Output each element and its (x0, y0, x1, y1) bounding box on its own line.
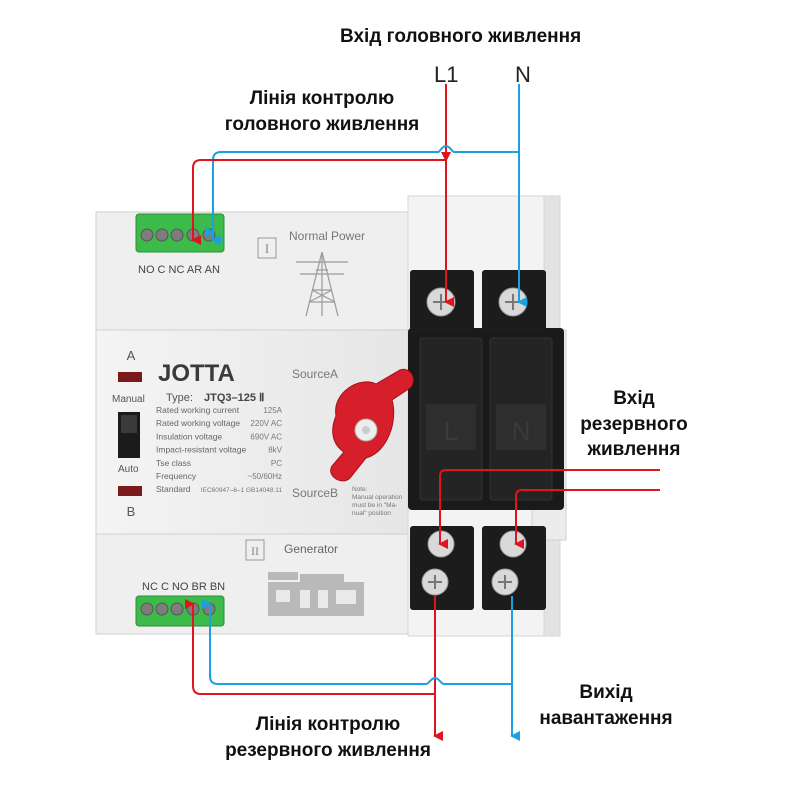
generator-label: Generator (284, 542, 338, 556)
model-label: JTQ3–125 Ⅱ (204, 392, 264, 404)
type-label: Type: (166, 392, 193, 404)
source-b-label: SourceB (292, 486, 338, 500)
manual-rotary-handle[interactable] (330, 368, 414, 482)
top-terminal-screw-2-icon[interactable] (155, 228, 169, 242)
section-2-mark-box (245, 539, 265, 561)
indicator-b-lamp (118, 486, 142, 496)
main-control-neutral-wire (205, 144, 519, 237)
note-line-3: must be in "Ma- (352, 502, 397, 509)
handle-pivot-center (362, 426, 370, 434)
spec-value: 690V AC (250, 432, 282, 441)
note-line-2: Manual operation (352, 494, 403, 501)
spec-name: Rated working voltage (156, 418, 240, 428)
bottom-control-terminal-block: NC C NO BR BN (135, 581, 225, 627)
manual-note: Note: Manual operation must be in "Ma- n… (352, 486, 403, 517)
bottom-terminal-screw-3-icon[interactable] (170, 602, 184, 616)
section-2-mark: II (251, 544, 259, 558)
main-control-line-text-2: головного живлення (224, 113, 420, 135)
main-control-live-wire (192, 152, 451, 240)
spec-value: 125A (263, 406, 282, 415)
backup-input-text-3: живлення (587, 439, 681, 461)
specs-table: Rated working current 125A Rated working v… (156, 405, 283, 494)
backup-input-label: Вхід резервного живлення (572, 386, 696, 463)
breaker-mark-l: L (444, 416, 458, 446)
backup-control-neutral-wire (209, 604, 512, 685)
backup-control-line-label: Лінія контролю резервного живлення (210, 712, 446, 763)
spec-value: 220V AC (250, 419, 282, 428)
spec-name: Standard (156, 484, 191, 494)
note-line-4: nual" position (352, 510, 391, 517)
load-output-text-1: Вихід (579, 682, 633, 703)
load-output-label: Вихід навантаження (526, 680, 686, 731)
top-control-terminal-block: NO C NC AR AN (135, 213, 225, 276)
spec-name: Tse class (156, 458, 191, 468)
spec-value: 8kV (268, 446, 282, 455)
mode-selector-knob[interactable] (121, 415, 137, 433)
bottom-terminal-screw-1-icon[interactable] (140, 602, 154, 616)
top-power-terminals (410, 270, 546, 332)
main-control-line-text-1: Лінія контролю (249, 88, 395, 109)
top-terminal-screw-1-icon[interactable] (140, 228, 154, 242)
indicator-a-lamp (118, 372, 142, 382)
backup-control-line-text-1: Лінія контролю (255, 714, 401, 735)
breaker-mark-n: N (512, 416, 531, 446)
breaker-module: L N (408, 328, 564, 510)
backup-l-wire (438, 469, 660, 549)
terminal-n-label: N (515, 62, 531, 87)
spec-name: Rated working current (156, 405, 240, 415)
load-output-text-2: навантаження (539, 707, 673, 729)
switch-auto-label: Auto (118, 464, 139, 475)
source-a-label: SourceA (292, 367, 338, 381)
backup-input-text-2: резервного (580, 413, 688, 435)
spec-name: Frequency (156, 471, 197, 481)
normal-power-label: Normal Power (289, 229, 365, 243)
bottom-power-terminals (410, 526, 546, 610)
backup-control-live-wire (192, 604, 435, 695)
pole-l-face (426, 404, 476, 450)
pole-n-face (496, 404, 546, 450)
indicator-a-label: A (127, 348, 136, 363)
switch-manual-label: Manual (112, 394, 145, 405)
wiring (185, 84, 660, 741)
generator-icon (268, 572, 364, 616)
spec-value: ~50/60Hz (248, 472, 282, 481)
transmission-tower-icon (296, 251, 348, 317)
spec-value: PC (271, 459, 282, 468)
top-terminal-labels: NO C NC AR AN (138, 264, 220, 276)
note-line-1: Note: (352, 486, 368, 493)
main-control-line-label: Лінія контролю головного живлення (212, 86, 432, 137)
load-screw-slots (428, 575, 512, 589)
backup-input-text-1: Вхід (613, 388, 655, 409)
section-1-mark: I (265, 241, 269, 256)
spec-name: Insulation voltage (156, 431, 222, 441)
main-input-label: Вхід головного живлення (340, 26, 582, 47)
screw-backup-n-icon[interactable] (499, 530, 527, 558)
bottom-terminal-labels: NC C NO BR BN (142, 581, 225, 593)
section-1-mark-box (257, 237, 277, 259)
backup-n-wire (514, 489, 660, 549)
bottom-terminal-screw-2-icon[interactable] (155, 602, 169, 616)
spec-value: IEC60947–6–1 GB14048.11 (201, 487, 283, 494)
top-terminal-screw-3-icon[interactable] (170, 228, 184, 242)
brand-logo: JOTTA (158, 360, 235, 387)
backup-control-line-text-2: резервного живлення (225, 739, 431, 761)
indicator-b-label: B (127, 504, 136, 519)
terminal-l1-label: L1 (434, 62, 459, 87)
spec-name: Impact-resistant voltage (156, 445, 247, 455)
